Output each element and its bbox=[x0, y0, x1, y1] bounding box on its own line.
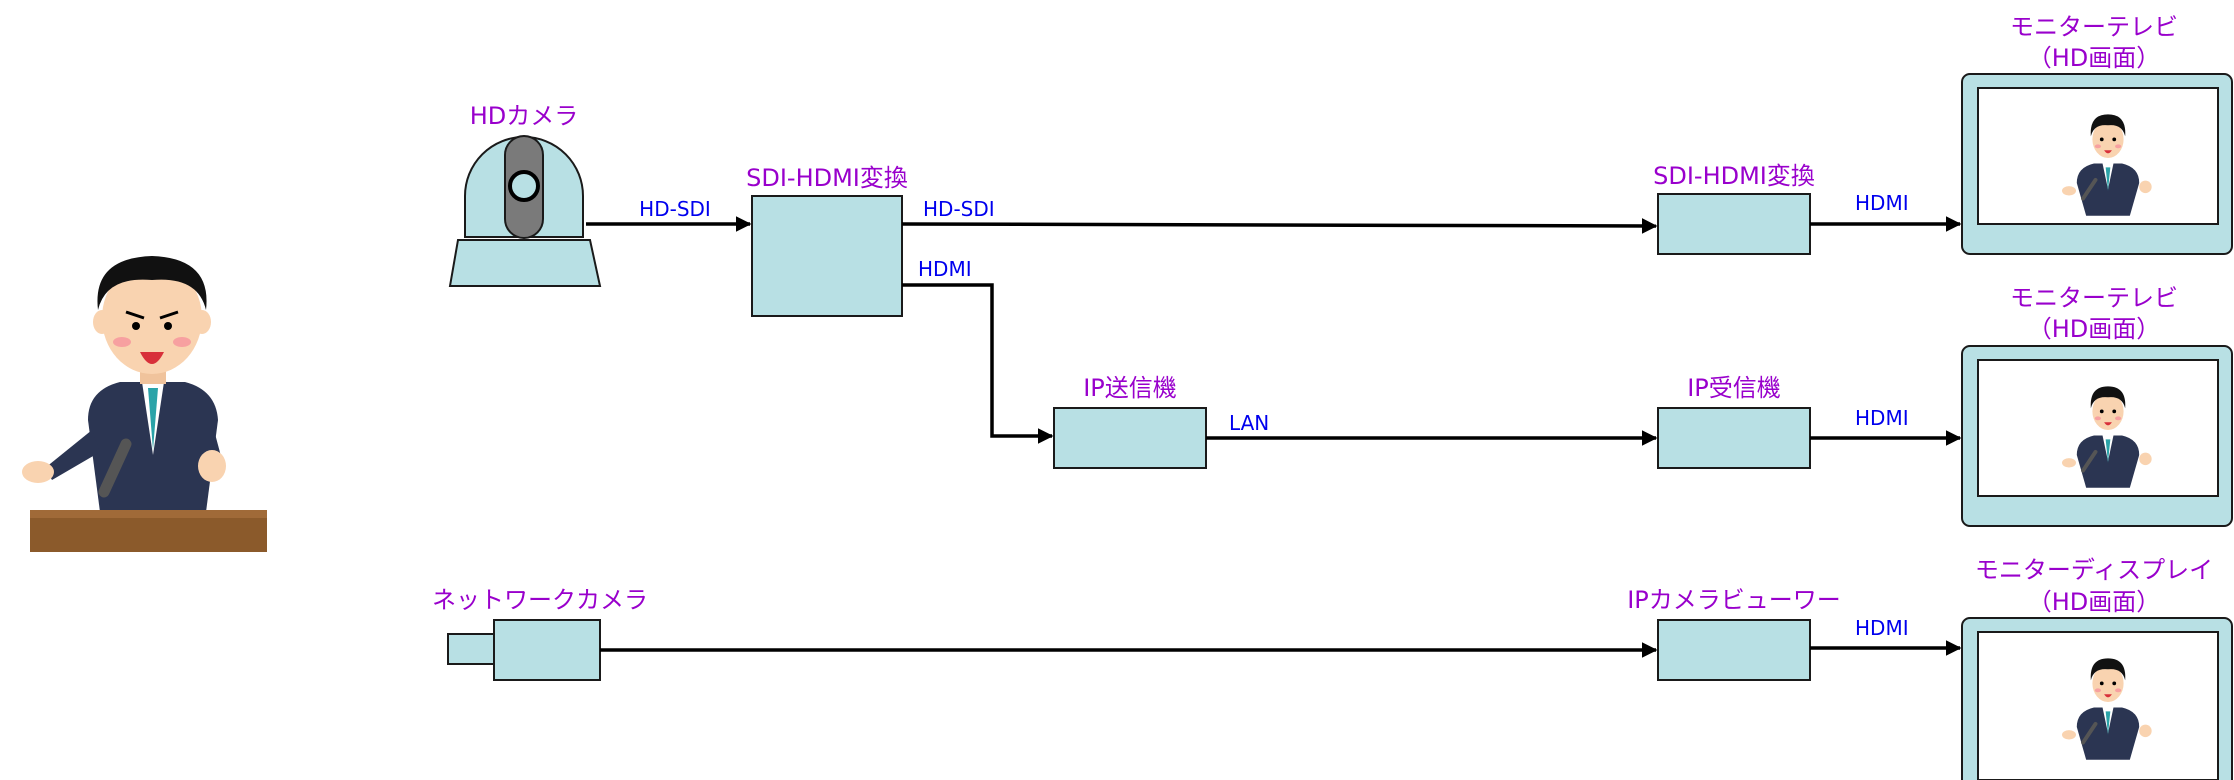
sdi-hdmi-converter-box-1 bbox=[751, 195, 903, 317]
monitor-tv-2 bbox=[1961, 345, 2233, 527]
speaker-illustration bbox=[22, 256, 267, 552]
monitor-tv-1-label-line1: モニターテレビ bbox=[2010, 13, 2178, 41]
wire-converter-to-ip-transmitter bbox=[902, 283, 1054, 444]
monitor-tv-2-label-line1: モニターテレビ bbox=[2010, 284, 2178, 312]
monitor-display-label-line2: （HD画面） bbox=[2028, 588, 2161, 616]
network-camera-icon bbox=[447, 619, 601, 681]
link-label-converter-to-ip-transmitter: HDMI bbox=[918, 257, 972, 281]
ptz-camera-icon bbox=[448, 135, 602, 287]
link-label-converter-to-converter2: HD-SDI bbox=[923, 197, 995, 221]
ip-camera-viewer-label: IPカメラビューワー bbox=[1627, 586, 1841, 614]
monitor-display bbox=[1961, 617, 2233, 780]
link-label-ip-transmitter-to-receiver: LAN bbox=[1229, 411, 1269, 435]
ip-camera-viewer-box bbox=[1657, 619, 1811, 681]
link-label-camera-to-converter: HD-SDI bbox=[639, 197, 711, 221]
sdi-hdmi-converter-box-2 bbox=[1657, 193, 1811, 255]
monitor-tv-1 bbox=[1961, 73, 2233, 255]
link-label-ip-receiver-to-monitor2: HDMI bbox=[1855, 406, 1909, 430]
ip-transmitter-box bbox=[1053, 407, 1207, 469]
wire-converter-to-converter2 bbox=[901, 218, 1658, 234]
link-label-converter2-to-monitor1: HDMI bbox=[1855, 191, 1909, 215]
hd-camera-label: HDカメラ bbox=[470, 102, 579, 130]
monitor-tv-2-label-line2: （HD画面） bbox=[2028, 315, 2161, 343]
monitor-display-label-line1: モニターディスプレイ bbox=[1975, 556, 2213, 584]
monitor-tv-1-label-line2: （HD画面） bbox=[2028, 44, 2161, 72]
network-camera-label: ネットワークカメラ bbox=[432, 586, 648, 614]
link-label-viewer-to-display: HDMI bbox=[1855, 616, 1909, 640]
ip-receiver-box bbox=[1657, 407, 1811, 469]
ip-receiver-label: IP受信機 bbox=[1687, 374, 1781, 402]
sdi-hdmi-converter-label-1: SDI-HDMI変換 bbox=[746, 164, 908, 192]
ip-transmitter-label: IP送信機 bbox=[1083, 374, 1177, 402]
sdi-hdmi-converter-label-2: SDI-HDMI変換 bbox=[1653, 162, 1815, 190]
